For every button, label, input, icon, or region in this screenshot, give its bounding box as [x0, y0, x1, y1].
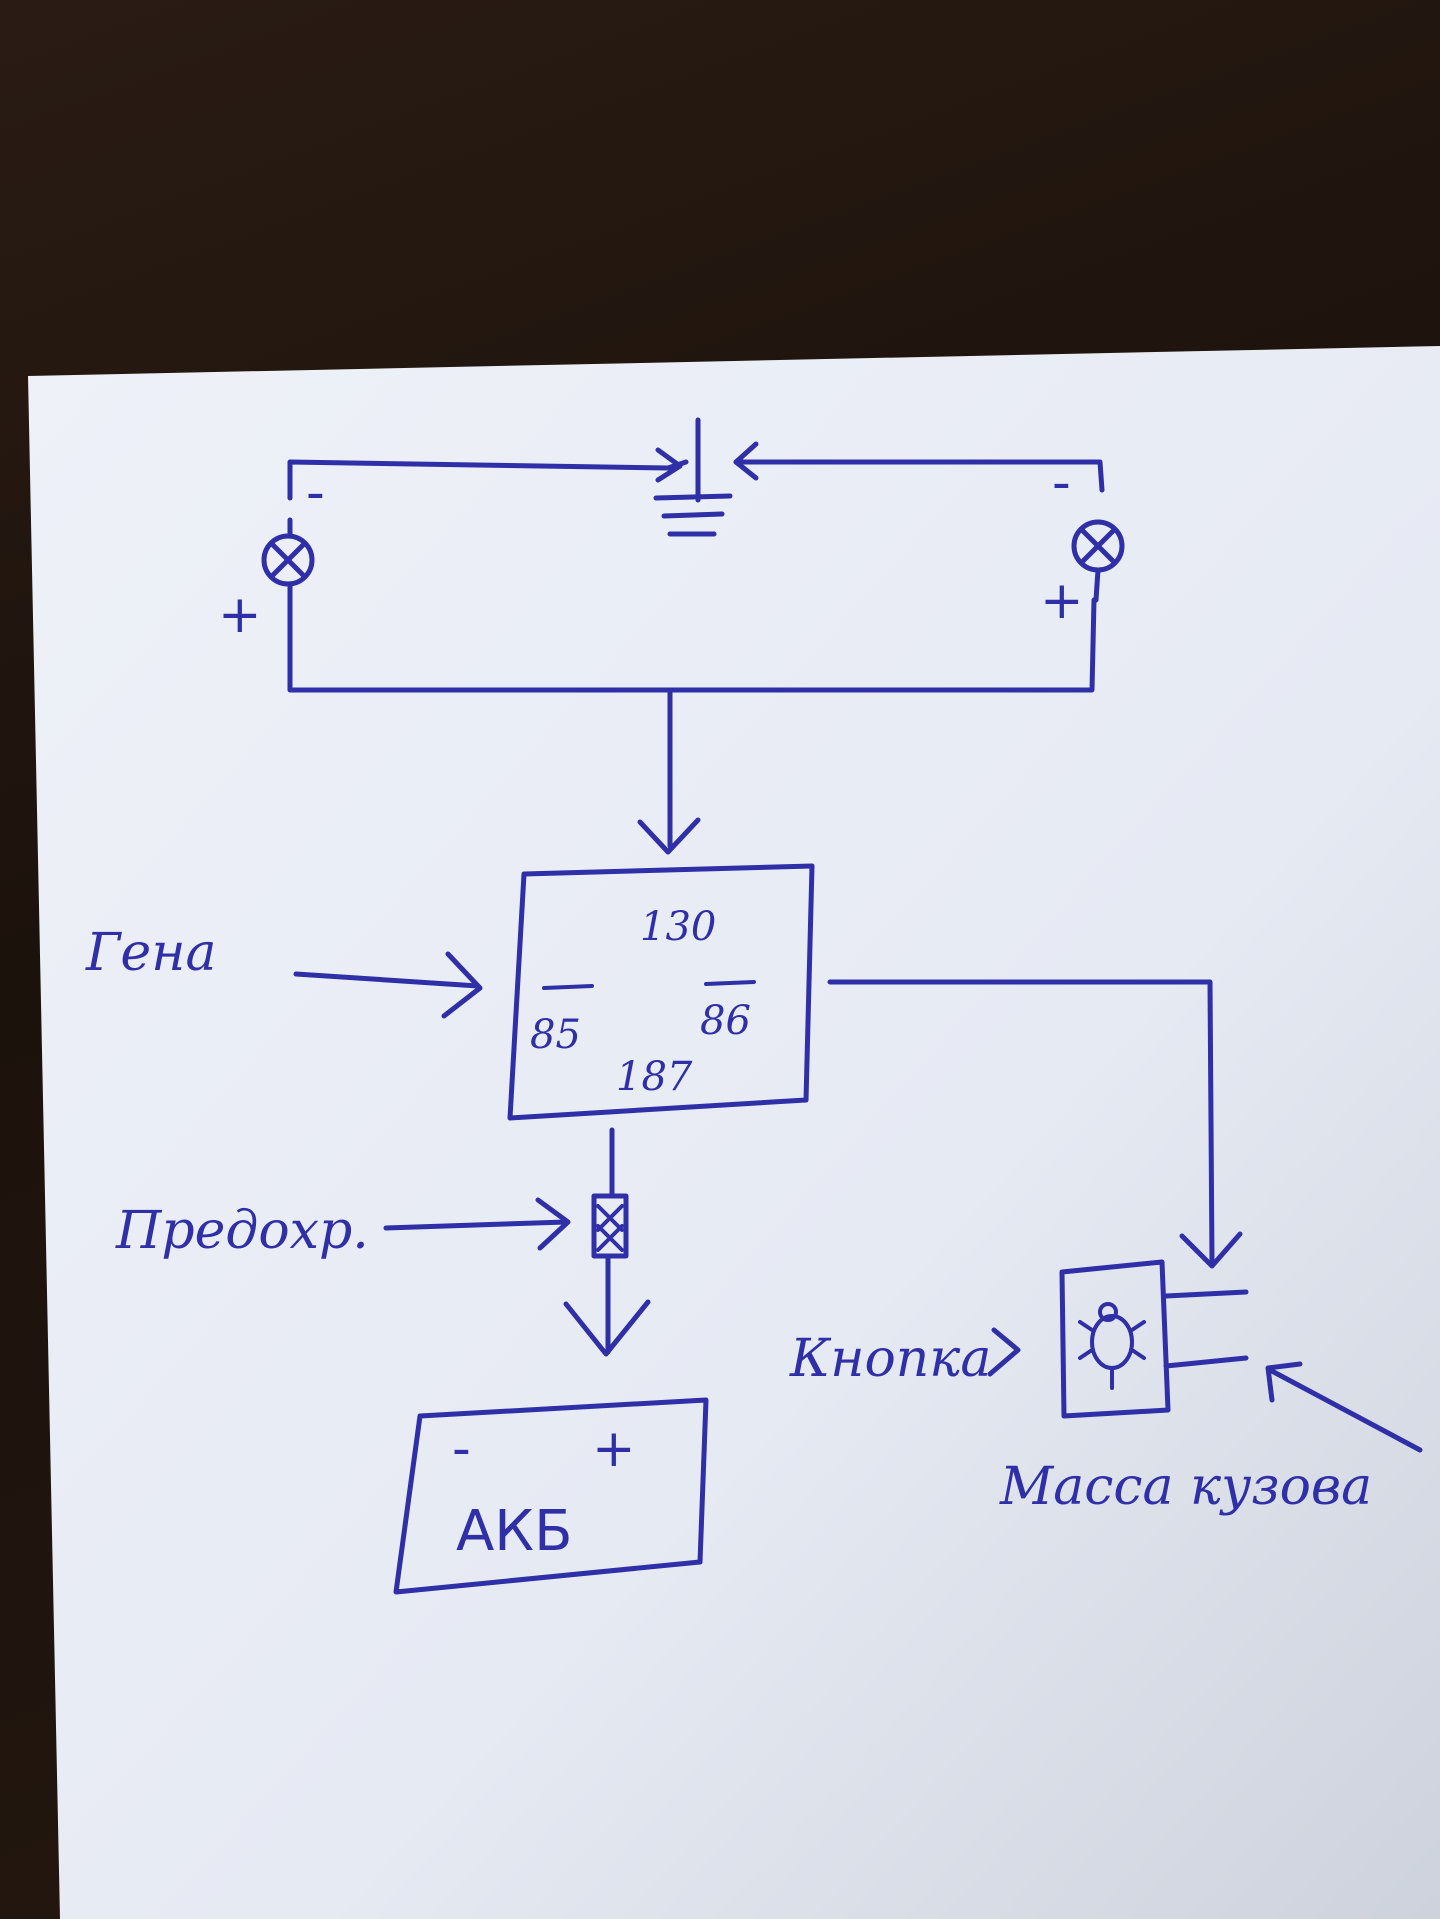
- relay: 130 85 86 187: [507, 863, 815, 1121]
- relay-pin-86: 86: [700, 998, 751, 1044]
- relay-pin-130: 130: [640, 904, 716, 950]
- battery: - + АКБ: [393, 1397, 709, 1595]
- button-switch: [1059, 1259, 1249, 1419]
- ground-icon: [653, 417, 733, 537]
- battery-plus: +: [592, 1419, 636, 1479]
- button-label: Кнопка: [789, 1329, 991, 1389]
- paper-sheet: [28, 346, 1440, 1919]
- lamp-right-plus: +: [1040, 571, 1084, 631]
- bug-icon: [1078, 1302, 1146, 1390]
- body-ground-label: Масса кузова: [999, 1457, 1372, 1517]
- lamp-left-plus: +: [218, 585, 262, 645]
- battery-minus: -: [452, 1419, 471, 1479]
- lamp-right-minus: -: [1052, 453, 1071, 513]
- battery-label: АКБ: [456, 1499, 572, 1564]
- generator-label: Гена: [85, 923, 216, 983]
- lamp-left-minus: -: [306, 463, 325, 523]
- relay-pin-85: 85: [530, 1012, 581, 1058]
- lamp-circuit: - + - +: [218, 417, 1125, 855]
- relay-pin-187: 187: [616, 1054, 693, 1100]
- fuse-label: Предохр.: [115, 1201, 369, 1261]
